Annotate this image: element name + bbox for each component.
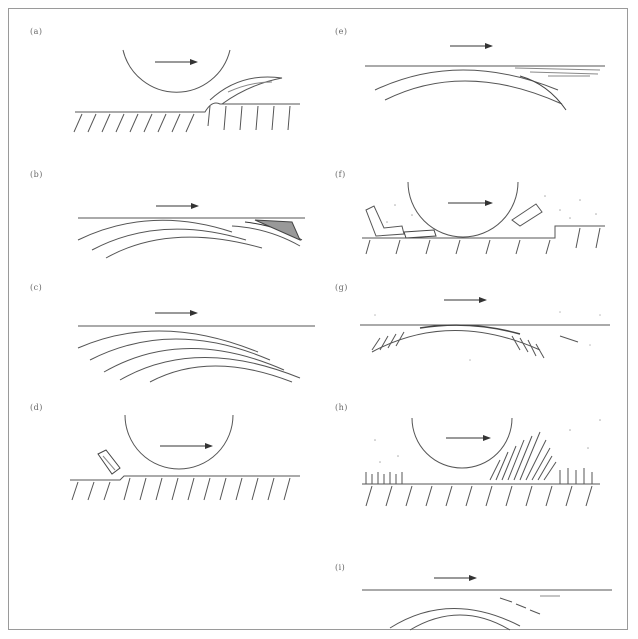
panel-f-indenter xyxy=(408,182,518,237)
panel-d-hatch xyxy=(72,478,290,500)
panel-b-subsurface-arcs xyxy=(78,220,302,258)
panel-f-particles xyxy=(386,195,597,223)
panel-c-drawing xyxy=(78,313,315,382)
panel-a-drawing xyxy=(74,50,300,132)
panel-d-drawing xyxy=(70,415,300,500)
panel-d-indenter xyxy=(125,415,233,469)
panel-a-indenter xyxy=(123,50,230,92)
panel-f-debris-right xyxy=(512,204,542,226)
panel-i-drawing xyxy=(362,578,612,630)
panel-h-particles xyxy=(374,419,601,463)
panel-f-hatch xyxy=(366,228,600,254)
panel-h-drawing xyxy=(362,418,601,506)
panel-g-particles xyxy=(374,311,601,361)
panel-i-subsurface-arcs xyxy=(390,596,560,630)
panel-h-hatch xyxy=(366,486,592,506)
panel-f-surface xyxy=(362,226,605,238)
panel-b-drawing xyxy=(78,206,305,258)
panel-a-chip xyxy=(210,77,282,104)
panel-d-wear-particle xyxy=(98,450,120,474)
panel-h-surface-spikes xyxy=(366,468,592,484)
panel-g-damage-zone xyxy=(372,325,578,358)
panel-f-drawing xyxy=(362,182,605,254)
panel-h-deformation-zone xyxy=(490,432,556,480)
panel-a-hatch xyxy=(74,106,290,132)
panel-g-drawing xyxy=(360,300,610,361)
panel-c-subsurface-arcs xyxy=(78,331,300,382)
panel-d-surface xyxy=(70,476,300,480)
panel-e-subsurface-arcs xyxy=(375,68,600,110)
panel-f-debris-left xyxy=(366,206,404,236)
panel-a-surface xyxy=(75,103,300,112)
panel-h-indenter xyxy=(412,418,512,468)
panel-e-drawing xyxy=(365,46,605,110)
